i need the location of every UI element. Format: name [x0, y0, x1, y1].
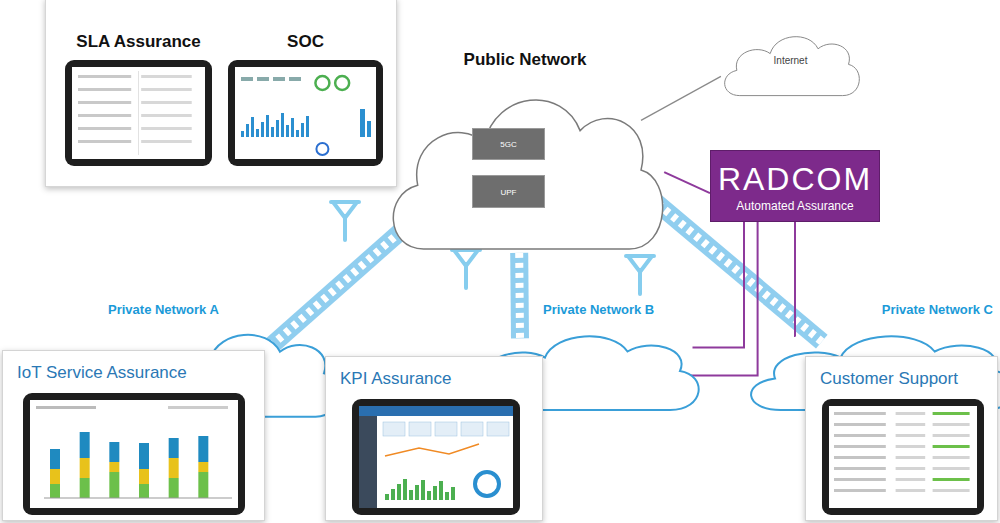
tablet-screen: [822, 399, 984, 515]
radio-link: [519, 253, 521, 338]
connector-line: [795, 222, 797, 336]
tablet-title: SLA Assurance: [76, 32, 200, 52]
panel-title: Customer Support: [820, 369, 958, 389]
antenna-symbol: [452, 250, 480, 288]
function-label: 5GC: [500, 140, 516, 149]
antenna-symbol: [626, 256, 654, 294]
product-box: RADCOMAutomated Assurance: [710, 150, 880, 222]
connector-line: [664, 172, 710, 193]
tablet-title: SOC: [287, 32, 324, 52]
antenna-symbol: [331, 202, 359, 240]
tablet-node: SLA Assurance: [65, 28, 212, 168]
tablet-screen: [228, 60, 383, 166]
panel-title: KPI Assurance: [340, 369, 452, 389]
network-title: Private Network B: [540, 302, 657, 317]
tablet-illustration: [228, 60, 383, 166]
brand-tagline: Automated Assurance: [736, 199, 853, 213]
tablet-screen: [352, 399, 520, 515]
brand-name: RADCOM: [718, 161, 872, 198]
network-title: Private Network A: [105, 302, 222, 317]
assurance-panel: KPI Assurance: [325, 356, 543, 521]
assurance-panel: IoT Service Assurance: [2, 350, 265, 521]
internet-cloud: Internet: [718, 26, 863, 98]
tablet-screen: [23, 393, 245, 515]
tablet-illustration: [822, 399, 984, 515]
tablet-screen: [65, 60, 212, 166]
network-cloud: Public Network 5GC UPF: [380, 48, 670, 255]
tablet-illustration: [65, 60, 212, 166]
function-label: UPF: [501, 187, 517, 196]
panel-title: IoT Service Assurance: [17, 363, 187, 383]
radio-link: [272, 224, 410, 346]
tablet-node: SOC: [228, 28, 383, 168]
cloud-label: Internet: [774, 55, 808, 66]
cloud-title: Public Network: [464, 50, 587, 70]
cloud-shape: [380, 73, 670, 255]
network-title: Private Network C: [879, 302, 996, 317]
network-function-box: 5GC: [472, 128, 545, 160]
connector-line: [693, 222, 745, 347]
connector-line: [641, 76, 721, 120]
network-function-box: UPF: [472, 175, 545, 208]
tablet-illustration: [352, 399, 520, 515]
tablet-illustration: [23, 393, 245, 515]
assurance-panel: Customer Support: [805, 356, 998, 521]
